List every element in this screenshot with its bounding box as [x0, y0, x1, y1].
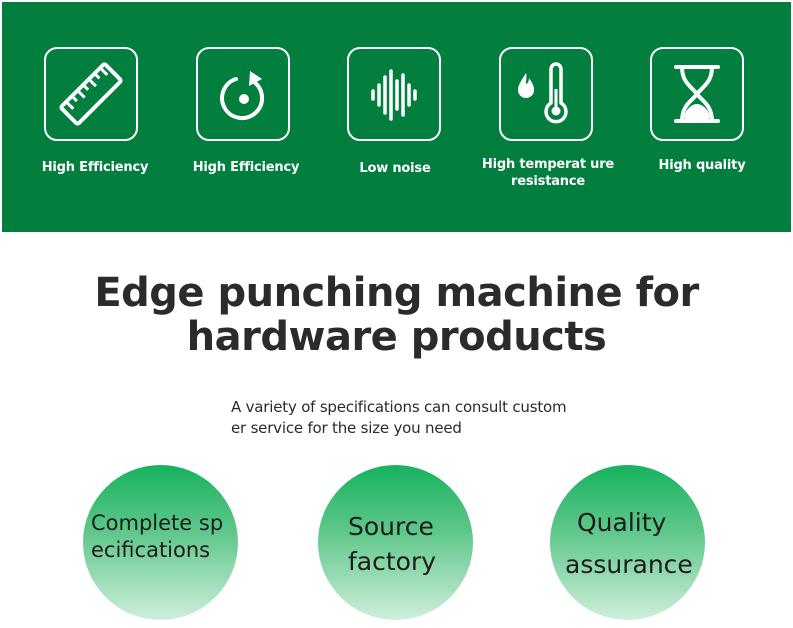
hourglass-icon — [674, 65, 720, 123]
badge-text-2: Source factory — [348, 509, 436, 579]
badge-circle-3 — [550, 465, 705, 620]
feature-label-2: High Efficiency — [192, 160, 300, 175]
feature-icon-box-1 — [44, 47, 138, 141]
feature-label-4: High temperat ure resistance — [481, 157, 615, 189]
badge-text-3: Quality assurance — [565, 502, 693, 586]
badge-text-1: Complete sp ecifications — [91, 510, 223, 564]
page-subtitle: A variety of specifications can consult … — [231, 398, 567, 437]
feature-label-1: High Efficiency — [41, 160, 149, 175]
sound-wave-icon — [371, 69, 417, 121]
feature-icon-box-5 — [650, 47, 744, 141]
rotate-icon — [220, 71, 265, 121]
badge-2-line-2: factory — [348, 547, 437, 576]
badge-circle-2 — [318, 465, 473, 620]
ruler-icon — [59, 62, 123, 126]
feature-icon-box-3 — [347, 47, 441, 141]
feature-label-3: Low noise — [359, 161, 431, 176]
feature-icon-box-4 — [499, 47, 593, 141]
badge-circle-1 — [83, 465, 238, 620]
feature-band — [2, 2, 791, 232]
badge-1-line-1: Complete sp — [91, 511, 224, 535]
feature-label-5: High quality — [658, 158, 746, 173]
badge-3-line-2: assurance — [565, 550, 693, 579]
feature-icon-box-2 — [196, 47, 290, 141]
badge-2-line-1: Source — [348, 512, 434, 541]
badge-1-line-2: ecifications — [91, 538, 211, 562]
title-line-1: Edge punching machine for — [94, 270, 699, 316]
badge-3-line-1: Quality — [577, 508, 667, 537]
page-title: Edge punching machine for hardware produ… — [0, 271, 793, 359]
title-line-2: hardware products — [186, 314, 607, 360]
thermometer-flame-icon — [518, 62, 568, 124]
